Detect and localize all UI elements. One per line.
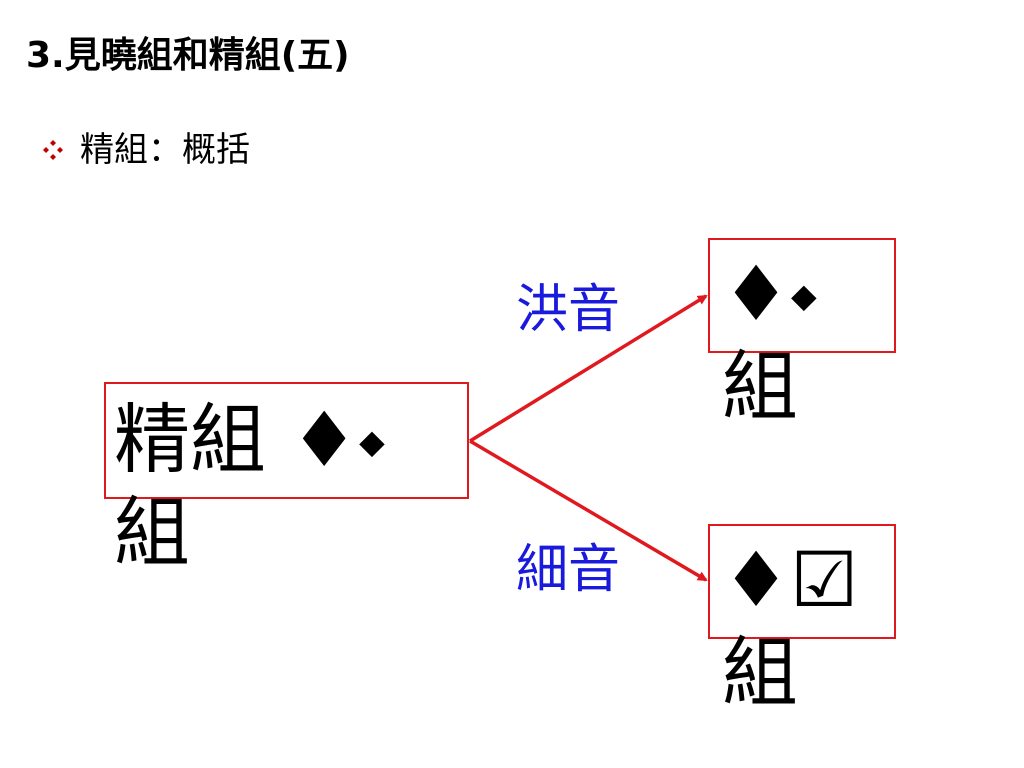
target-box-xiyin-text: ♦☑ 組	[722, 535, 859, 717]
edge-label-hongyin: 洪音	[516, 280, 621, 340]
arrow-to-hongyin	[469, 294, 708, 443]
bullet-text: 精組：概括	[80, 130, 250, 170]
source-box-text: 精組 ♦⬩ 組	[114, 395, 386, 577]
bullet-item: 精組：概括	[40, 128, 250, 172]
diamond-bullet-icon	[43, 140, 63, 160]
edge-label-xiyin: 細音	[516, 540, 621, 600]
slide-title: 3.見曉組和精組(五)	[26, 35, 350, 76]
arrow-to-xiyin	[469, 439, 708, 582]
target-box-hongyin	[708, 238, 896, 353]
source-box	[104, 382, 469, 499]
target-box-hongyin-text: ♦⬩ 組	[722, 249, 818, 431]
target-box-xiyin	[708, 524, 896, 639]
